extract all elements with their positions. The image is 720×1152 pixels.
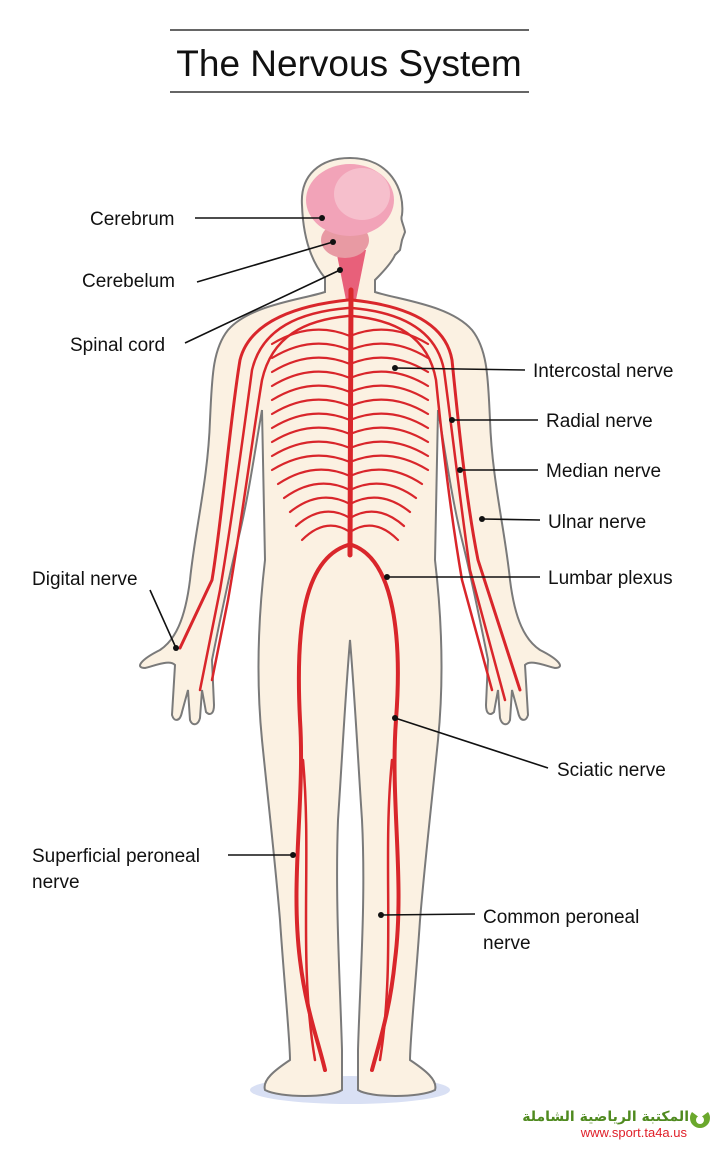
intercostal-nerve-branch bbox=[348, 328, 430, 346]
ulnar-nerve bbox=[350, 314, 494, 692]
intercostal-nerve-branch bbox=[270, 398, 352, 416]
median-nerve bbox=[350, 306, 507, 702]
intercostal-nerve-branch bbox=[270, 384, 352, 402]
spinal-cord bbox=[347, 287, 354, 558]
intercostal-nerve-branch bbox=[348, 454, 430, 472]
sciatic-nerve bbox=[350, 543, 401, 1072]
label-median-nerve: Median nerve bbox=[546, 461, 661, 482]
intercostal-nerve-branch bbox=[348, 440, 430, 458]
arm-nerve-left-2 bbox=[198, 306, 350, 692]
intercostal-nerve-branch bbox=[348, 426, 430, 444]
intercostal-nerve-branch bbox=[270, 370, 352, 388]
intercostal-nerve-branch bbox=[348, 412, 430, 430]
nerve-network bbox=[178, 287, 522, 1072]
superficial-peroneal-nerve bbox=[301, 758, 317, 1062]
intercostal-nerve-branch bbox=[348, 482, 418, 500]
intercostal-nerve-branch bbox=[270, 356, 352, 374]
label-spinal-cord: Spinal cord bbox=[70, 335, 165, 356]
radial-nerve bbox=[350, 298, 522, 692]
label-common-peroneal-line1: Common peroneal bbox=[483, 907, 639, 928]
cerebrum-highlight bbox=[334, 168, 390, 220]
intercostal-nerve-branch bbox=[282, 482, 352, 500]
intercostal-nerve-branch bbox=[348, 342, 430, 360]
spinal-cord-upper bbox=[336, 250, 366, 300]
intercostal-nerve-branch bbox=[300, 524, 352, 542]
intercostal-nerve-branch bbox=[270, 426, 352, 444]
label-common-peroneal-line2: nerve bbox=[483, 933, 531, 954]
intercostal-nerve-branch bbox=[270, 454, 352, 472]
intercostal-nerve-branch bbox=[348, 398, 430, 416]
intercostal-nerve-branch bbox=[270, 440, 352, 458]
intercostal-nerve-branch bbox=[348, 370, 430, 388]
shoulder-nerve-left bbox=[178, 298, 350, 650]
intercostal-nerve-branch bbox=[288, 496, 352, 514]
label-intercostal-nerve: Intercostal nerve bbox=[533, 361, 673, 382]
label-ulnar-nerve: Ulnar nerve bbox=[548, 512, 646, 533]
label-cerebrum: Cerebrum bbox=[90, 209, 174, 230]
intercostal-nerve-branch bbox=[270, 412, 352, 430]
page-title: The Nervous System bbox=[176, 43, 521, 84]
intercostal-nerve-branch bbox=[294, 510, 352, 528]
intercostal-nerve-branch bbox=[348, 496, 412, 514]
common-peroneal-nerve bbox=[378, 758, 394, 1062]
watermark-logo-center bbox=[696, 1116, 704, 1124]
intercostal-nerve-branch bbox=[348, 468, 424, 486]
intercostal-nerve-branch bbox=[348, 510, 406, 528]
label-sciatic-nerve: Sciatic nerve bbox=[557, 760, 666, 781]
label-lumbar-plexus: Lumbar plexus bbox=[548, 568, 673, 589]
watermark-url: www.sport.ta4a.us bbox=[580, 1125, 688, 1140]
intercostal-nerve-branch bbox=[348, 384, 430, 402]
watermark: المكتبة الرياضية الشاملة www.sport.ta4a.… bbox=[522, 1109, 710, 1140]
label-superficial-peroneal-line2: nerve bbox=[32, 872, 80, 893]
label-superficial-peroneal-line1: Superficial peroneal bbox=[32, 846, 200, 867]
intercostal-nerve-branch bbox=[276, 468, 352, 486]
intercostal-nerve-branch bbox=[270, 328, 352, 346]
label-digital-nerve: Digital nerve bbox=[32, 569, 138, 590]
watermark-arabic: المكتبة الرياضية الشاملة bbox=[522, 1109, 689, 1125]
arm-nerve-left-3 bbox=[210, 314, 350, 682]
label-radial-nerve: Radial nerve bbox=[546, 411, 653, 432]
intercostal-nerve-branch bbox=[348, 524, 400, 542]
intercostal-nerve-branch bbox=[270, 342, 352, 360]
label-cerebelum: Cerebelum bbox=[82, 271, 175, 292]
leader-lines bbox=[149, 215, 549, 918]
